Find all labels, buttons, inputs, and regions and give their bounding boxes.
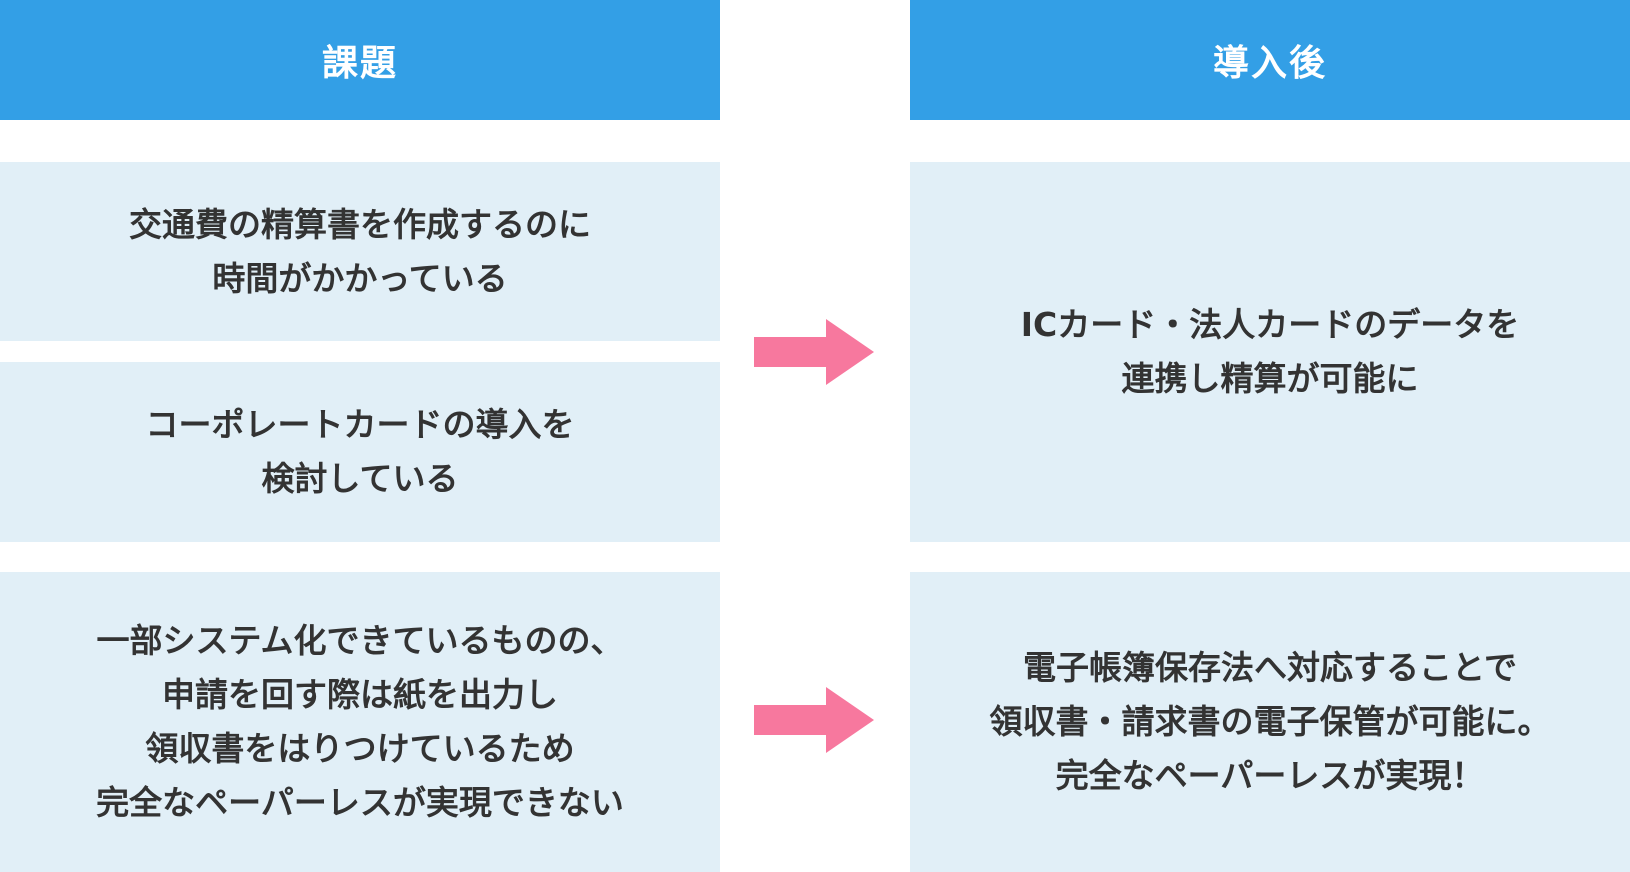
arrow-1-shape xyxy=(754,319,874,385)
challenge-3-line-4: 完全なペーパーレスが実現できない xyxy=(96,783,624,822)
challenge-3-line-3: 領収書をはりつけているため xyxy=(145,729,575,768)
challenge-2-line-2: 検討している xyxy=(261,459,459,498)
result-2-line-1: 電子帳簿保存法へ対応することで xyxy=(1022,648,1517,687)
right-arrow-icon xyxy=(754,319,874,385)
challenge-3-line-2: 申請を回す際は紙を出力し xyxy=(162,675,558,714)
arrow-2-shape xyxy=(754,687,874,753)
challenge-1-line-2: 時間がかかっている xyxy=(212,258,508,298)
challenge-2-line-1: コーポレートカードの導入を xyxy=(145,405,575,444)
challenge-box-2: コーポレートカードの導入を 検討している xyxy=(0,362,720,542)
after-introduction-header: 導入後 xyxy=(910,0,1630,120)
result-1-line-2: 連携し精算が可能に xyxy=(1121,359,1419,398)
challenge-1-line-1: 交通費の精算書を作成するのに xyxy=(129,204,591,244)
result-1-line-1: ICカード・法人カードのデータを xyxy=(1020,305,1520,344)
challenge-3-line-1: 一部システム化できているものの、 xyxy=(96,621,624,660)
challenges-header: 課題 xyxy=(0,0,720,120)
challenge-box-3: 一部システム化できているものの、 申請を回す際は紙を出力し 領収書をはりつけてい… xyxy=(0,572,720,872)
result-box-1: ICカード・法人カードのデータを 連携し精算が可能に xyxy=(910,162,1630,542)
result-2-line-2: 領収書・請求書の電子保管が可能に。 xyxy=(989,702,1551,741)
result-2-line-3: 完全なペーパーレスが実現！ xyxy=(1055,756,1485,795)
right-arrow-icon xyxy=(754,687,874,753)
result-box-2: 電子帳簿保存法へ対応することで 領収書・請求書の電子保管が可能に。 完全なペーパ… xyxy=(910,572,1630,872)
challenge-box-1: 交通費の精算書を作成するのに 時間がかかっている xyxy=(0,162,720,341)
